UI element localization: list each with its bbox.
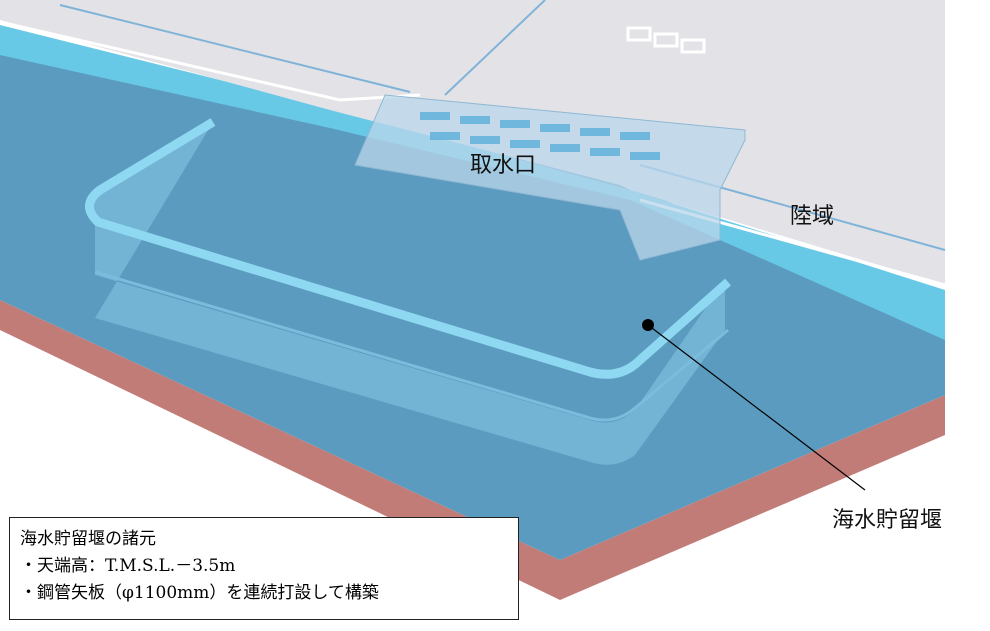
shallow-water-band — [0, 25, 945, 340]
seawater-weir-label: 海水貯留堰 — [832, 508, 943, 533]
intake-grid — [420, 112, 660, 160]
spec-title: 海水貯留堰の諸元 — [20, 529, 156, 549]
spec-item-crest-height: ・天端高：T.M.S.L.－3.5m — [20, 556, 236, 576]
spec-item-construction: ・鋼管矢板（φ1100mm）を連続打設して構築 — [20, 583, 379, 603]
spec-box: 海水貯留堰の諸元 ・天端高：T.M.S.L.－3.5m ・鋼管矢板（φ1100m… — [9, 517, 519, 620]
road-line — [59, 4, 411, 93]
weir-leader-dot — [642, 319, 654, 331]
land-marker — [626, 26, 706, 54]
land-label: 陸域 — [790, 204, 835, 229]
sea-surface — [0, 40, 945, 560]
seawater-weir-wall — [88, 122, 726, 465]
seawater-weir-bottom — [94, 270, 729, 422]
weir-leader-line — [647, 324, 866, 491]
seabed-layer — [0, 300, 945, 600]
seawater-weir — [85, 118, 731, 379]
intake-label: 取水口 — [470, 153, 537, 178]
road-line-3 — [444, 0, 546, 96]
